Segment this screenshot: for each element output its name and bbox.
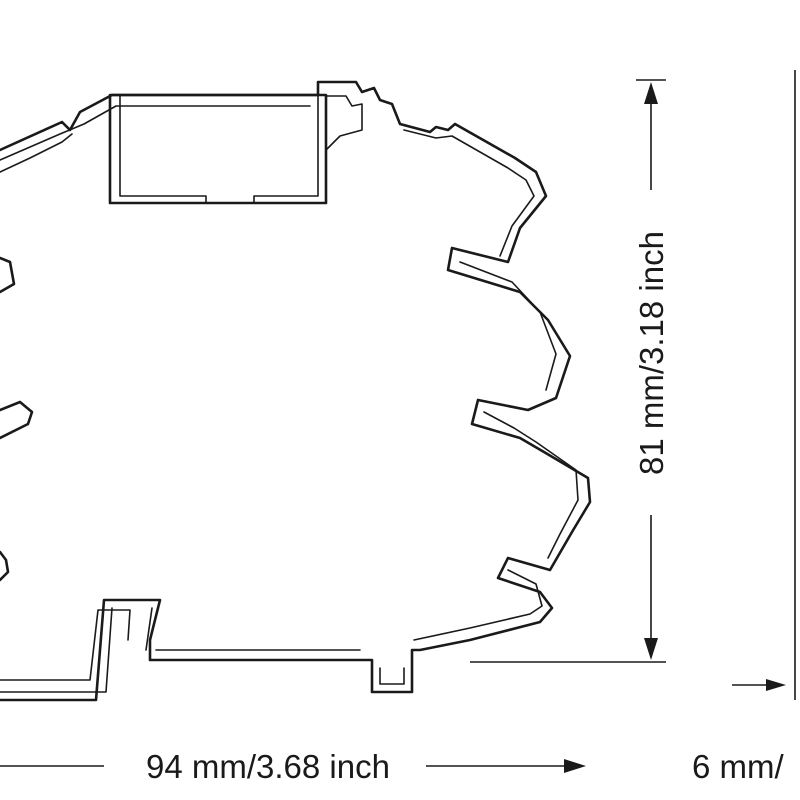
housing-main-contour	[0, 80, 592, 702]
label-clip	[325, 95, 363, 151]
height-arrow-down	[644, 638, 658, 660]
left-notch-bottom	[0, 550, 10, 582]
width-arrow-right	[564, 759, 586, 773]
depth-arrow-right	[766, 679, 786, 691]
top-cover-plate-detail	[119, 94, 319, 204]
height-dimension: 81 mm/3.18 inch	[470, 79, 670, 663]
height-arrow-up	[644, 82, 658, 104]
height-dimension-label: 81 mm/3.18 inch	[633, 231, 670, 475]
width-dimension: 94 mm/3.68 inch	[0, 748, 586, 785]
housing-outline	[0, 80, 592, 702]
left-notch-top	[0, 256, 16, 294]
housing-inner-contour	[0, 105, 579, 693]
depth-dimension-label: 6 mm/	[692, 748, 785, 785]
depth-dimension: 6 mm/	[692, 70, 796, 785]
din-rail-foot	[0, 609, 131, 681]
width-dimension-label: 94 mm/3.68 inch	[146, 748, 390, 785]
left-notch-middle	[0, 400, 34, 440]
top-cover-plate	[108, 93, 328, 205]
left-latch	[0, 133, 73, 173]
